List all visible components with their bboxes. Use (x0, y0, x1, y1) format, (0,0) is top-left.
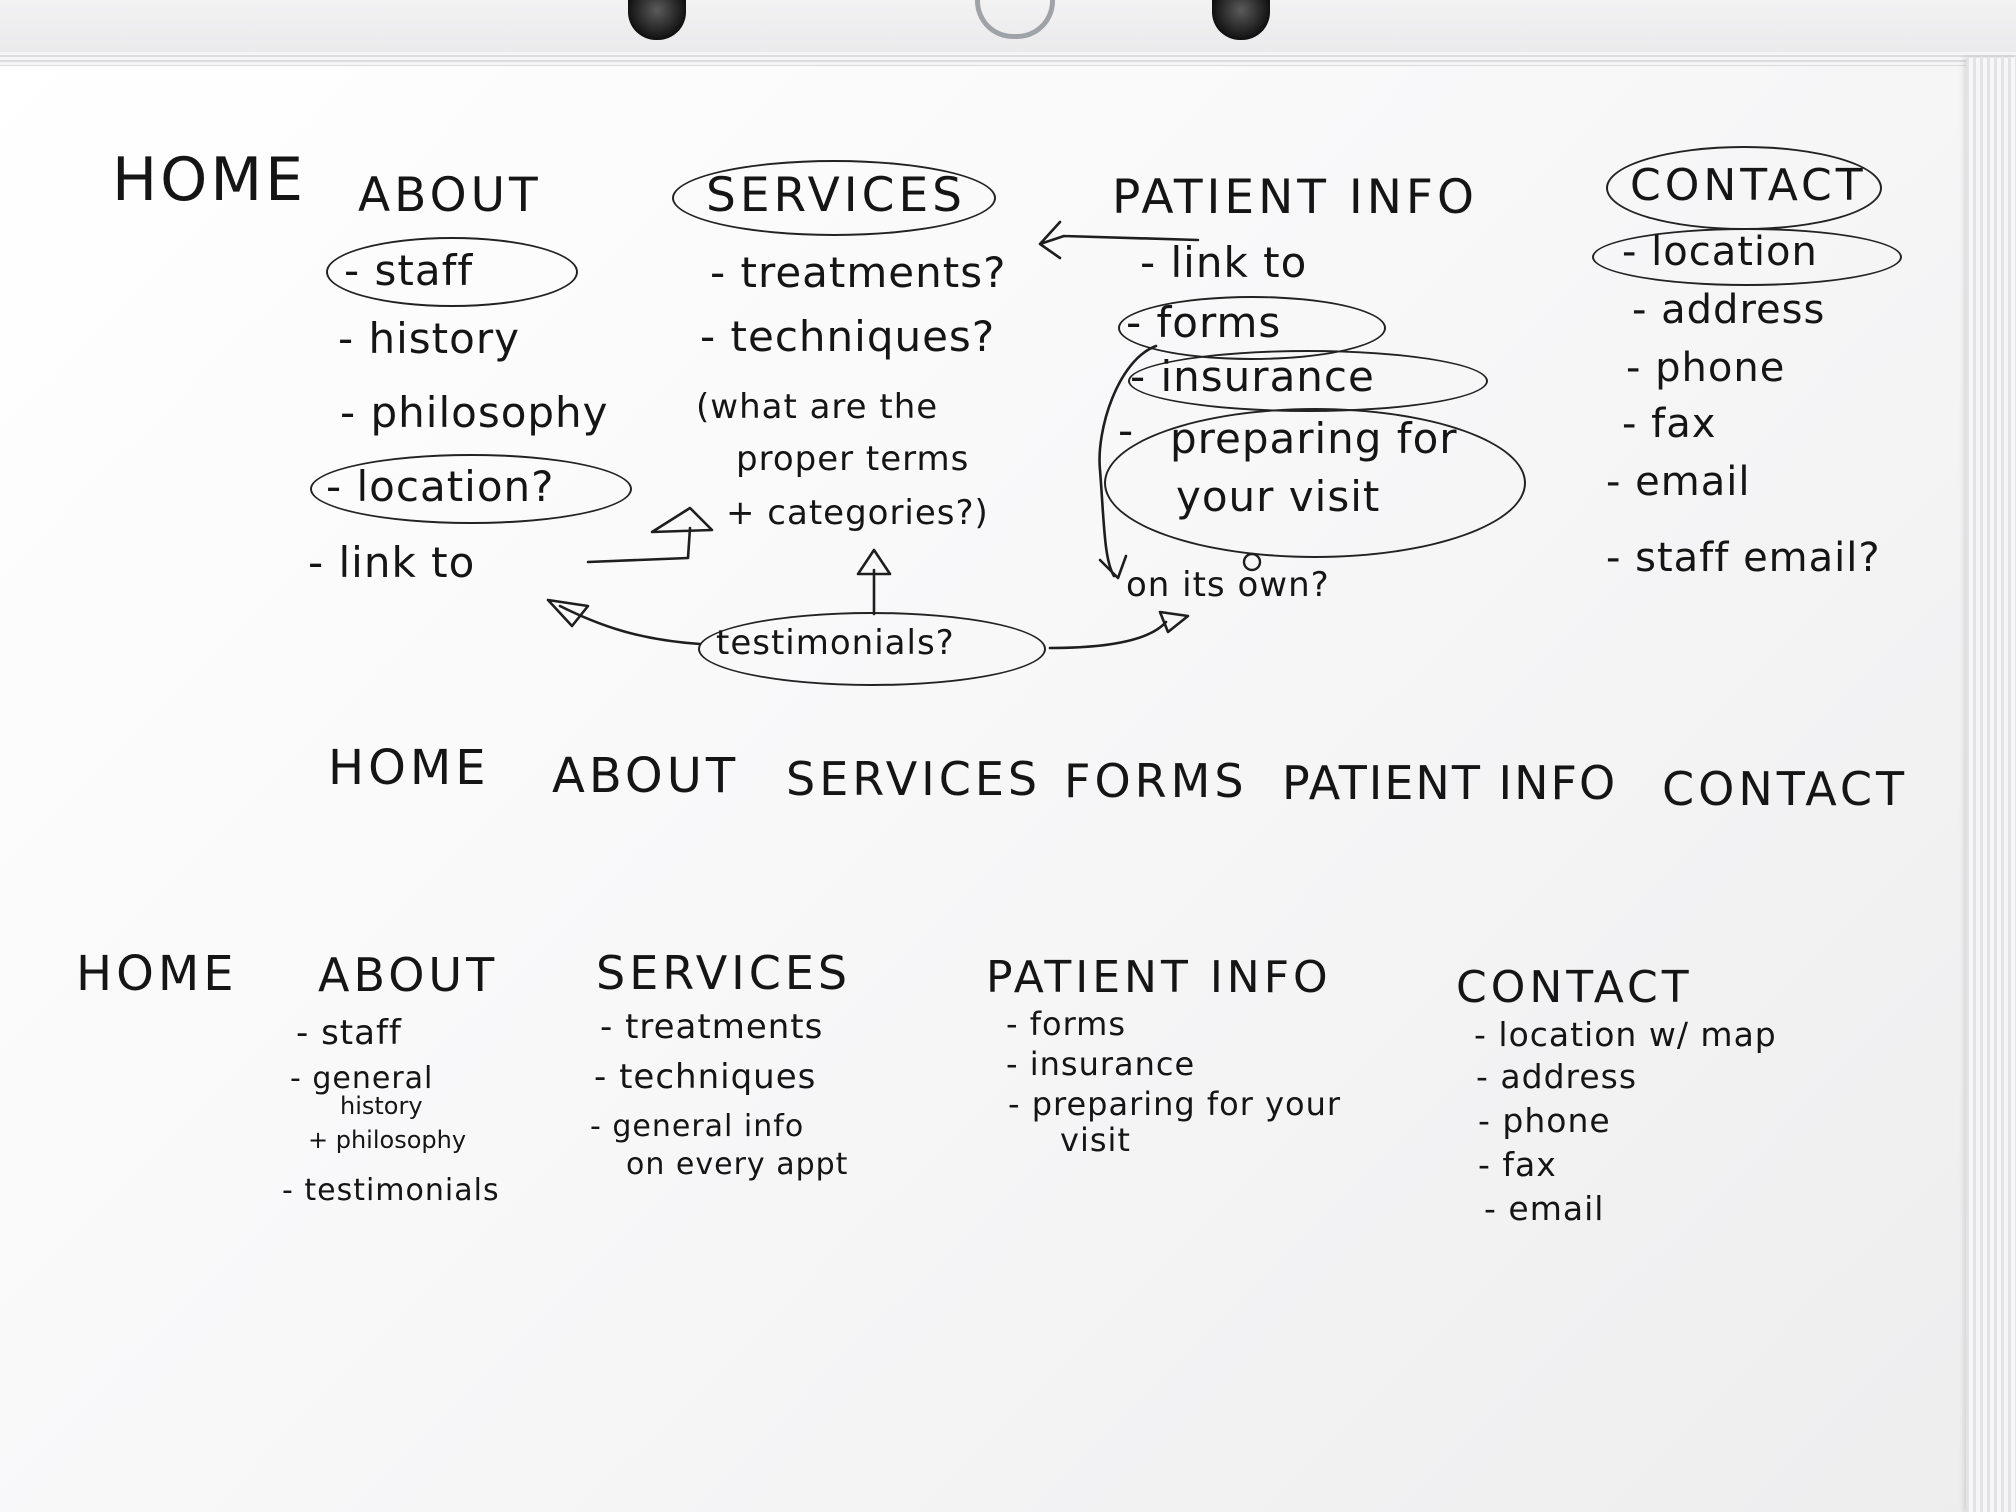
sketch1-services-note: + categories?) (726, 493, 989, 533)
paper-side-edge (1966, 58, 2016, 1512)
sketch1-contact-item: - email (1606, 459, 1751, 505)
sketch3-about-item: + philosophy (308, 1126, 467, 1154)
sketch3-patient-info-item: - preparing for your (1008, 1085, 1342, 1123)
sketch3-contact-item: - email (1484, 1189, 1605, 1228)
sketch1-patient-info-heading: PATIENT INFO (1112, 170, 1478, 225)
sketch3-about-item: - staff (296, 1013, 402, 1053)
paper-stack-edge (0, 52, 2016, 66)
sketch1-contact-item: - fax (1622, 401, 1717, 447)
sketch2-nav-item: SERVICES (786, 752, 1042, 806)
circled-staff (326, 237, 578, 307)
sketch1-services-note: (what are the (696, 387, 939, 427)
sketch1-about-item: - staff (344, 246, 474, 295)
sketch1-home-label: HOME (112, 145, 307, 215)
sketch3-patient-info-item: - forms (1006, 1005, 1126, 1043)
sketch3-patient-info-item: visit (1060, 1121, 1131, 1159)
sketch3-about-item: history (340, 1092, 423, 1120)
sketch1-contact-item: - phone (1626, 345, 1786, 391)
sketch2-nav-item: FORMS (1064, 754, 1248, 808)
sketch2-nav-item: CONTACT (1662, 762, 1909, 816)
sketch1-about-item: - philosophy (340, 388, 609, 437)
sketch3-contact-item: - phone (1478, 1101, 1611, 1140)
sketch1-services-note: proper terms (736, 439, 970, 479)
sketch1-about-item: - link to (308, 538, 476, 587)
sketch1-about-item: - location? (326, 462, 555, 511)
sketch1-preparing-line: your visit (1176, 472, 1381, 521)
circled-location (310, 454, 632, 524)
sketch1-preparing-line: preparing for (1170, 414, 1458, 463)
sketch3-contact-item: - address (1476, 1057, 1638, 1096)
sketch1-patient-info-item: - insurance (1130, 352, 1375, 401)
sketch1-contact-item: - address (1632, 287, 1826, 333)
sketch3-contact-item: - fax (1478, 1145, 1557, 1184)
sketch1-about-heading: ABOUT (358, 168, 542, 223)
sketch1-contact-heading: CONTACT (1630, 160, 1867, 211)
sketch3-home-label: HOME (76, 946, 238, 1002)
sketch2-nav-item: HOME (328, 740, 490, 796)
sketch1-on-its-own: on its own? (1126, 565, 1330, 605)
sketch2-nav-item: PATIENT INFO (1282, 756, 1618, 810)
sketch2-nav-item: ABOUT (552, 748, 740, 804)
sketch3-about-item: - testimonials (282, 1173, 500, 1208)
sketch3-services-item: - general info (590, 1109, 805, 1144)
sketch1-contact-item: - location (1622, 229, 1818, 275)
sketch1-patient-info-item: - forms (1126, 298, 1282, 347)
sketch3-contact-item: - location w/ map (1474, 1015, 1777, 1054)
sketch1-services-item: - treatments? (710, 248, 1007, 297)
sketch3-services-item: on every appt (626, 1147, 849, 1182)
circled-location-contact (1592, 228, 1902, 286)
sketch1-about-item: - history (338, 314, 520, 363)
sketch1-contact-item: - staff email? (1606, 535, 1881, 581)
paper-sheet (0, 58, 2016, 1512)
sketch3-services-item: - treatments (600, 1007, 824, 1047)
sketch3-services-heading: SERVICES (596, 946, 852, 1000)
sketch1-services-heading: SERVICES (706, 168, 966, 223)
sketch1-services-item: - techniques? (700, 312, 996, 361)
sketch3-services-item: - techniques (594, 1057, 817, 1097)
sketch3-patient-info-item: - insurance (1006, 1045, 1196, 1083)
circled-services (672, 160, 996, 236)
sketch3-contact-heading: CONTACT (1456, 962, 1693, 1013)
sketch3-about-heading: ABOUT (318, 948, 499, 1002)
sketch3-patient-info-heading: PATIENT INFO (986, 952, 1332, 1003)
sketch3-about-item: - general (290, 1061, 434, 1096)
sketch1-patient-info-item: - link to (1140, 238, 1308, 287)
sketch1-testimonials: testimonials? (716, 623, 955, 663)
